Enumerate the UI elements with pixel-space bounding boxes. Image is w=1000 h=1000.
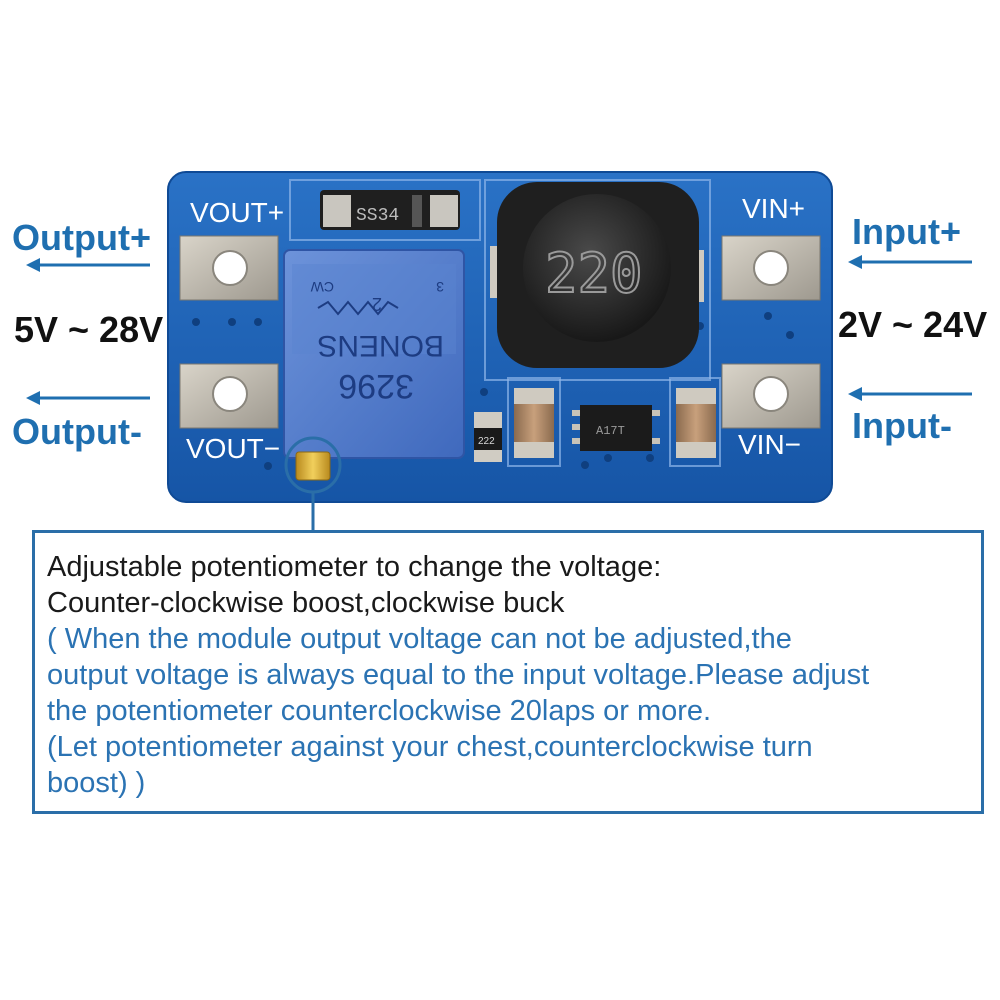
adjust-screw [295, 451, 331, 481]
capacitor-left [514, 388, 554, 458]
info-line-3: ( When the module output voltage can not… [47, 623, 792, 655]
input-plus-label: Input+ [852, 211, 961, 252]
output-plus-label: Output+ [12, 217, 151, 258]
ic-chip: A17T [572, 405, 660, 451]
diode-ss34: SS34 [320, 190, 460, 230]
svg-text:220: 220 [545, 242, 643, 305]
capacitor-right [676, 388, 716, 458]
info-box: Adjustable potentiometer to change the v… [32, 530, 984, 814]
svg-text:A17T: A17T [596, 424, 625, 438]
info-line-6: (Let potentiometer against your chest,co… [47, 731, 813, 763]
vin-minus-silk: VIN− [738, 429, 801, 460]
info-line-7: boost) ) [47, 767, 146, 799]
potentiometer-3296: 3296 BONENS 2 CW 3 [283, 249, 465, 481]
svg-text:BONENS: BONENS [317, 329, 444, 362]
svg-text:2: 2 [372, 294, 382, 314]
info-line-2: Counter-clockwise boost,clockwise buck [47, 587, 565, 619]
input-range-label: 2V ~ 24V [838, 304, 988, 345]
vin-plus-silk: VIN+ [742, 193, 805, 224]
input-minus-label: Input- [852, 405, 952, 446]
info-line-4: output voltage is always equal to the in… [47, 659, 870, 691]
vout-plus-silk: VOUT+ [190, 197, 284, 228]
resistor-222: 222 [474, 412, 502, 462]
svg-text:3: 3 [436, 279, 444, 295]
info-line-5: the potentiometer counterclockwise 20lap… [47, 695, 712, 727]
vout-minus-silk: VOUT− [186, 433, 280, 464]
info-line-1: Adjustable potentiometer to change the v… [47, 551, 662, 583]
svg-text:3296: 3296 [338, 367, 414, 405]
svg-text:SS34: SS34 [356, 206, 399, 226]
svg-text:CW: CW [310, 279, 334, 295]
output-range-label: 5V ~ 28V [14, 309, 164, 350]
svg-text:222: 222 [478, 436, 495, 447]
output-minus-label: Output- [12, 411, 142, 452]
inductor-220: 220 [490, 182, 704, 368]
